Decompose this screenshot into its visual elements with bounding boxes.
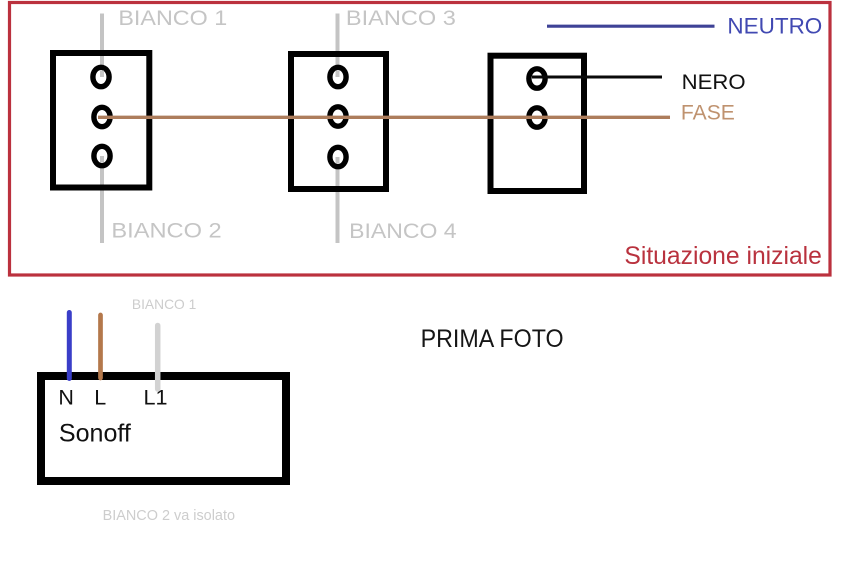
svg-text:BIANCO 1: BIANCO 1 [132,296,197,312]
svg-text:Situazione iniziale: Situazione iniziale [624,242,822,270]
svg-text:NEUTRO: NEUTRO [727,14,822,39]
svg-text:BIANCO 4: BIANCO 4 [349,219,457,243]
svg-text:BIANCO 3: BIANCO 3 [346,6,456,30]
svg-text:NERO: NERO [682,71,746,94]
svg-text:BIANCO 2 va isolato: BIANCO 2 va isolato [103,507,235,524]
svg-text:Sonoff: Sonoff [59,420,131,448]
svg-text:FASE: FASE [681,102,735,125]
svg-text:PRIMA FOTO: PRIMA FOTO [421,325,564,353]
svg-text:N: N [58,386,74,410]
svg-text:L: L [94,386,106,410]
svg-text:BIANCO 1: BIANCO 1 [118,6,227,30]
svg-text:L1: L1 [144,386,168,410]
svg-text:BIANCO 2: BIANCO 2 [111,219,221,243]
